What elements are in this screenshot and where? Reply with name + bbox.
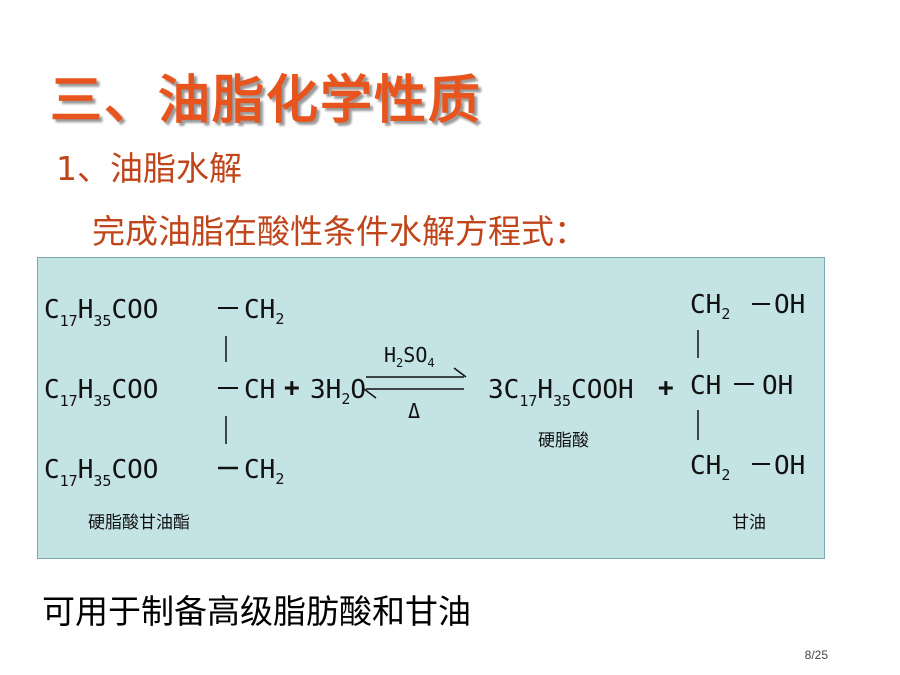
hydrolysis-equation: C17H35COO CH2 C17H35COO CH + 3H2O H2SO4 … [44,290,805,533]
reverse-arrowhead [363,388,377,399]
ch2-bottom: CH2 [244,455,284,488]
reactant-chain-3: C17H35COO [44,455,158,490]
glycerol-ch2-bottom: CH2 [690,451,730,484]
plus-1: + [284,373,300,403]
catalyst-label: H2SO4 [384,343,435,370]
slide-title: 三、油脂化学性质 [50,71,483,131]
page-number: 8/25 [804,648,828,662]
reactant-name: 硬脂酸甘油酯 [88,513,190,533]
heat-symbol: Δ [408,399,420,423]
glycerol-ch: CH [690,371,721,401]
oh-bottom: OH [774,451,805,481]
usage-text: 可用于制备高级脂肪酸和甘油 [42,592,471,631]
oh-top: OH [774,290,805,320]
ch2-top: CH2 [244,295,284,328]
plus-2: + [658,373,674,403]
equation-box: C17H35COO CH2 C17H35COO CH + 3H2O H2SO4 … [37,257,825,559]
section-subtitle: 1、油脂水解 [56,149,242,188]
instruction-text: 完成油脂在酸性条件水解方程式： [92,212,587,251]
glycerol-ch2-top: CH2 [690,290,730,323]
reactant-chain-2: C17H35COO [44,375,158,410]
oh-middle: OH [762,371,793,401]
ch-middle: CH [244,375,275,405]
reactant-chain-1: C17H35COO [44,295,158,330]
stearic-acid: 3C17H35COOH [488,375,634,410]
glycerol-name: 甘油 [732,513,766,533]
stearic-acid-name: 硬脂酸 [538,431,589,451]
water: 3H2O [310,375,366,408]
forward-arrowhead [453,367,467,378]
